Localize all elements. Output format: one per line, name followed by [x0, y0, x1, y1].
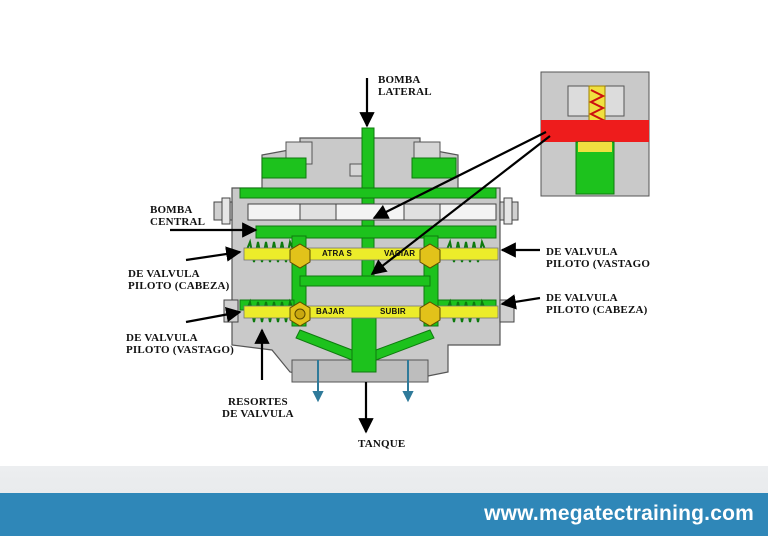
callout-arrows — [170, 78, 551, 434]
detail-inset — [540, 71, 650, 197]
main-spool — [247, 203, 497, 221]
spool-label-vaciar: VACIAR — [384, 249, 416, 258]
label-resortes: RESORTES DE VALVULA — [222, 396, 294, 420]
label-piloto-vastago-right: DE VALVULA PILOTO (VASTAGO — [546, 246, 651, 270]
label-piloto-vastago-left: DE VALVULA PILOTO (VASTAGO) — [126, 332, 235, 356]
pilot-spools — [243, 243, 499, 327]
spool-label-subir: SUBIR — [380, 307, 406, 316]
oil-passages — [239, 127, 497, 373]
label-bomba-lateral: BOMBA LATERAL — [378, 74, 432, 98]
label-bomba-central: BOMBA CENTRAL — [150, 204, 206, 228]
label-piloto-cabeza-right: DE VALVULA PILOTO (CABEZA) — [546, 292, 648, 316]
spool-label-bajar: BAJAR — [316, 307, 345, 316]
spool-label-atras: ATRA S — [322, 249, 353, 258]
drain-lines — [312, 360, 414, 403]
footer-url[interactable]: www.megatectraining.com — [484, 502, 754, 525]
label-tanque: TANQUE — [358, 438, 406, 450]
footer-bar — [0, 493, 768, 536]
label-piloto-cabeza-left: DE VALVULA PILOTO (CABEZA) — [128, 268, 230, 292]
